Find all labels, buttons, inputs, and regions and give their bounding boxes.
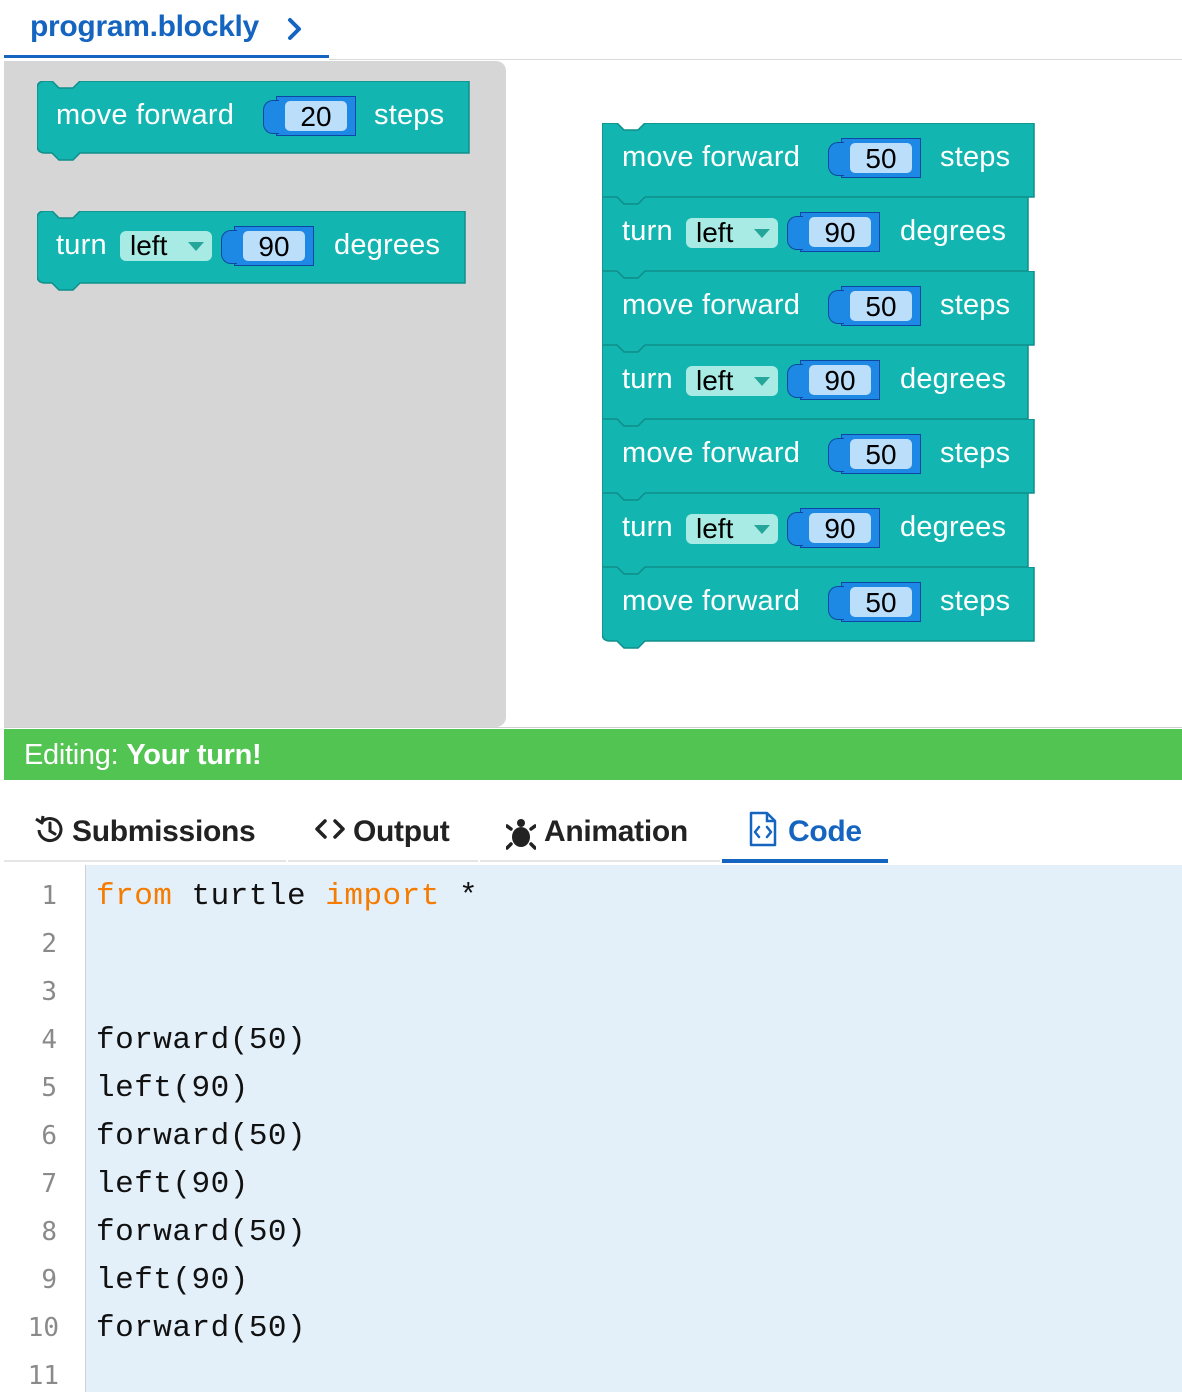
line-number-gutter: 1 2 3 4 5 6 7 8 9 10 11	[4, 865, 86, 1392]
tab-submissions[interactable]: Submissions	[4, 793, 286, 862]
divider	[329, 59, 1182, 60]
turtle-icon	[506, 819, 536, 850]
move-forward-block[interactable]: move forward 50 steps	[602, 419, 1036, 501]
block-unit: degrees	[900, 511, 1007, 543]
degrees-value-input[interactable]: 90	[787, 508, 880, 548]
block-unit: degrees	[900, 215, 1007, 247]
direction-dropdown[interactable]: left	[686, 218, 778, 248]
tab-label: Output	[353, 815, 450, 848]
line-number: 4	[41, 1025, 57, 1055]
steps-value-input[interactable]: 50	[828, 434, 921, 474]
code-file-icon	[749, 811, 777, 847]
block-label: turn	[622, 363, 673, 395]
dropdown-value: left	[696, 513, 734, 544]
code-line[interactable]: forward(50)	[96, 1119, 307, 1154]
output-tabs: Submissions Output Animation Code	[4, 793, 1182, 863]
caret-down-icon	[754, 377, 770, 386]
block-unit: steps	[374, 99, 445, 131]
tab-animation[interactable]: Animation	[480, 793, 720, 862]
file-name: program.blockly	[30, 10, 259, 43]
code-line[interactable]: left(90)	[96, 1071, 249, 1106]
tab-label: Submissions	[72, 815, 256, 848]
code-brackets-icon	[315, 819, 345, 839]
degrees-value-input[interactable]: 90	[787, 360, 880, 400]
dropdown-value: left	[696, 365, 734, 396]
line-number: 2	[41, 929, 57, 959]
toolbox-move-forward-block[interactable]: move forward 20 steps	[37, 81, 471, 163]
line-number: 6	[41, 1121, 57, 1151]
tab-label: Code	[788, 815, 862, 848]
blockly-workspace[interactable]: move forward 20 steps turn left 90 degre…	[4, 61, 1182, 727]
direction-dropdown[interactable]: left	[120, 231, 212, 261]
chevron-right-icon	[288, 18, 301, 40]
steps-value-input[interactable]: 50	[828, 582, 921, 622]
block-unit: degrees	[900, 363, 1007, 395]
divider	[4, 727, 1182, 728]
line-number: 11	[27, 1361, 59, 1391]
degrees-value-input[interactable]: 90	[787, 212, 880, 252]
tab-code[interactable]: Code	[722, 793, 888, 863]
history-icon	[35, 815, 63, 843]
block-label: move forward	[56, 99, 235, 131]
toolbox-flyout: move forward 20 steps turn left 90 degre…	[4, 61, 506, 727]
block-unit: steps	[940, 289, 1011, 321]
line-number: 9	[41, 1265, 57, 1295]
tab-label: Animation	[544, 815, 688, 848]
turn-block[interactable]: turn left 90 degrees	[602, 345, 1030, 427]
line-number: 10	[27, 1313, 59, 1343]
line-number: 8	[41, 1217, 57, 1247]
line-number: 3	[41, 977, 57, 1007]
status-value: Your turn!	[126, 739, 262, 771]
block-label: move forward	[622, 585, 801, 617]
dropdown-value: left	[130, 230, 168, 261]
move-forward-block[interactable]: move forward 50 steps	[602, 271, 1036, 353]
block-label: turn	[622, 511, 673, 543]
degrees-value-input[interactable]: 90	[221, 226, 314, 266]
steps-value-input[interactable]: 50	[828, 138, 921, 178]
direction-dropdown[interactable]: left	[686, 514, 778, 544]
caret-down-icon	[188, 242, 204, 251]
status-bar: Editing: Your turn!	[4, 729, 1182, 780]
block-label: turn	[56, 229, 107, 261]
code-token: *	[439, 879, 479, 914]
code-editor[interactable]: 1 2 3 4 5 6 7 8 9 10 11 from turtle import * forwar…	[4, 865, 1182, 1392]
caret-down-icon	[754, 525, 770, 534]
steps-value-input[interactable]: 20	[263, 96, 356, 136]
toolbox-turn-block[interactable]: turn left 90 degrees	[37, 211, 467, 293]
code-token: turtle	[172, 879, 326, 914]
program-block-stack[interactable]: move forward 50 steps turn left 90 degrees move…	[602, 123, 1038, 653]
code-line[interactable]: forward(50)	[96, 1023, 307, 1058]
keyword: from	[96, 879, 173, 914]
line-number: 5	[41, 1073, 57, 1103]
code-line[interactable]: forward(50)	[96, 1311, 307, 1346]
block-shape	[37, 81, 470, 161]
move-forward-block[interactable]: move forward 50 steps	[602, 123, 1036, 205]
block-unit: degrees	[334, 229, 441, 261]
block-label: move forward	[622, 289, 801, 321]
block-unit: steps	[940, 141, 1011, 173]
line-number: 1	[41, 881, 57, 911]
block-shape	[602, 567, 1035, 649]
block-label: turn	[622, 215, 673, 247]
turn-block[interactable]: turn left 90 degrees	[602, 493, 1030, 575]
block-unit: steps	[940, 437, 1011, 469]
caret-down-icon	[754, 229, 770, 238]
code-line[interactable]: forward(50)	[96, 1215, 307, 1250]
line-number: 7	[41, 1169, 57, 1199]
code-line[interactable]: left(90)	[96, 1167, 249, 1202]
move-forward-block[interactable]: move forward 50 steps	[602, 567, 1036, 649]
block-label: move forward	[622, 437, 801, 469]
file-tab[interactable]: program.blockly	[4, 0, 329, 58]
keyword: import	[325, 879, 440, 914]
status-label: Editing:	[24, 739, 119, 771]
turn-block[interactable]: turn left 90 degrees	[602, 197, 1030, 279]
block-unit: steps	[940, 585, 1011, 617]
steps-value-input[interactable]: 50	[828, 286, 921, 326]
block-label: move forward	[622, 141, 801, 173]
dropdown-value: left	[696, 217, 734, 248]
tab-output[interactable]: Output	[288, 793, 478, 862]
direction-dropdown[interactable]: left	[686, 366, 778, 396]
code-line[interactable]: left(90)	[96, 1263, 249, 1298]
code-line[interactable]: from turtle import *	[96, 879, 478, 914]
